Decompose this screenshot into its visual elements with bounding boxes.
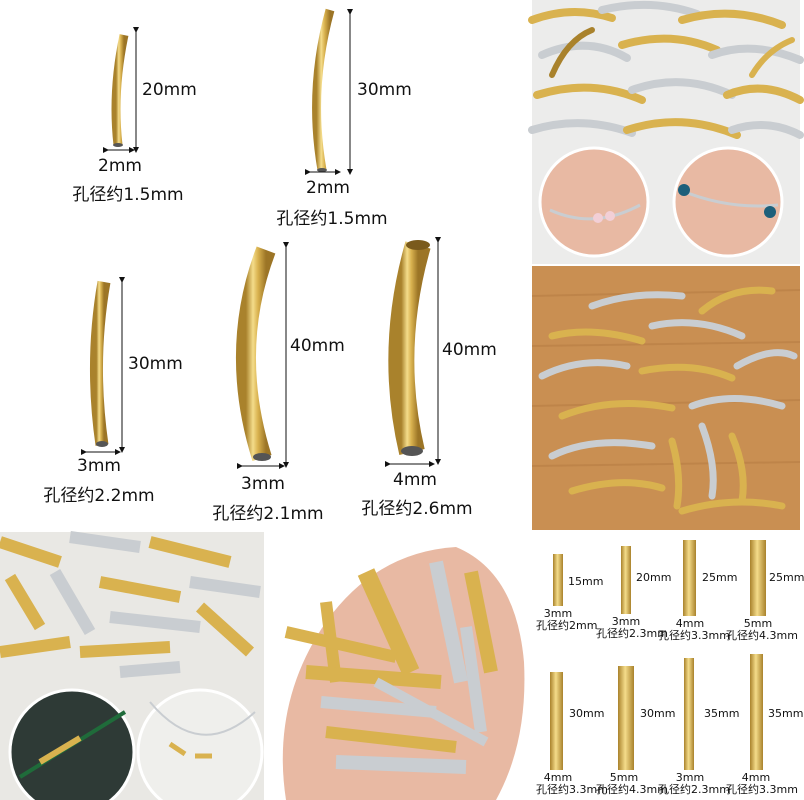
curved-tube-2 [312,8,335,171]
curved-1-hole: 孔径约1.5mm [72,185,184,205]
curved-tube-4 [235,246,276,462]
straight-5-hole: 孔径约3.3mm [536,783,608,796]
curved-1-width: 2mm [98,156,142,176]
curved-tube-1 [111,34,129,146]
curved-2-length: 30mm [357,80,412,100]
straight-8-length: 35mm [768,707,804,720]
straight-4-length: 25mm [769,571,804,584]
curved-5-hole: 孔径约2.6mm [361,499,473,519]
curved-4-width: 3mm [241,474,285,494]
straight-tube-necklace-photo [0,531,264,800]
straight-tube-2 [621,546,631,614]
straight-2-width: 3mm [611,615,641,628]
curved-tube-size-chart: 20mm 2mm 孔径约1.5mm 30mm 2mm 孔径约1.5mm 30mm… [0,0,530,530]
curved-tube-wood-photo [531,266,801,530]
curved-1-length: 20mm [142,80,197,100]
straight-2-length: 20mm [636,571,672,584]
curved-tube-bracelet-photo [528,0,804,264]
straight-7-hole: 孔径约2.3mm [658,783,730,796]
straight-tube-8 [750,654,763,770]
curved-3-length: 30mm [128,354,183,374]
straight-2-hole: 孔径约2.3mm [596,627,668,640]
curved-tube-drawings [81,8,441,469]
curved-4-hole: 孔径约2.1mm [212,504,324,524]
straight-tube-7 [684,658,694,770]
straight-tube-drawings [550,540,766,770]
straight-1-width: 3mm [543,607,573,620]
straight-6-width: 5mm [609,771,639,784]
curved-tube-5 [388,241,431,455]
straight-tube-size-chart: 15mm 3mm 孔径约2mm 20mm 3mm 孔径约2.3mm 25mm 4… [536,532,804,800]
straight-6-hole: 孔径约4.3mm [596,783,668,796]
straight-8-hole: 孔径约3.3mm [726,783,798,796]
straight-tube-hand-photo [266,532,534,800]
straight-7-width: 3mm [675,771,705,784]
straight-tube-6 [618,666,634,770]
curved-4-length: 40mm [290,336,345,356]
straight-5-length: 30mm [569,707,605,720]
curved-5-length: 40mm [442,340,497,360]
curved-2-width: 2mm [306,178,350,198]
straight-5-width: 4mm [543,771,573,784]
straight-6-length: 30mm [640,707,676,720]
necklace-detail-right [136,688,264,800]
straight-tube-5 [550,672,563,770]
straight-8-width: 4mm [741,771,771,784]
straight-7-length: 35mm [704,707,740,720]
curved-tube-3 [89,280,111,446]
straight-3-length: 25mm [702,571,738,584]
straight-4-hole: 孔径约4.3mm [726,629,798,642]
straight-3-hole: 孔径约3.3mm [658,629,730,642]
bracelet-detail-right [672,146,784,258]
straight-4-width: 5mm [743,617,773,630]
straight-tube-1 [553,554,563,606]
curved-3-hole: 孔径约2.2mm [43,486,155,506]
curved-3-width: 3mm [77,456,121,476]
straight-3-width: 4mm [675,617,705,630]
straight-tube-3 [683,540,696,616]
straight-1-length: 15mm [568,575,604,588]
curved-5-width: 4mm [393,470,437,490]
bracelet-detail-left [538,146,650,258]
straight-1-hole: 孔径约2mm [536,619,598,632]
curved-2-hole: 孔径约1.5mm [276,209,388,229]
straight-tube-4 [750,540,766,616]
